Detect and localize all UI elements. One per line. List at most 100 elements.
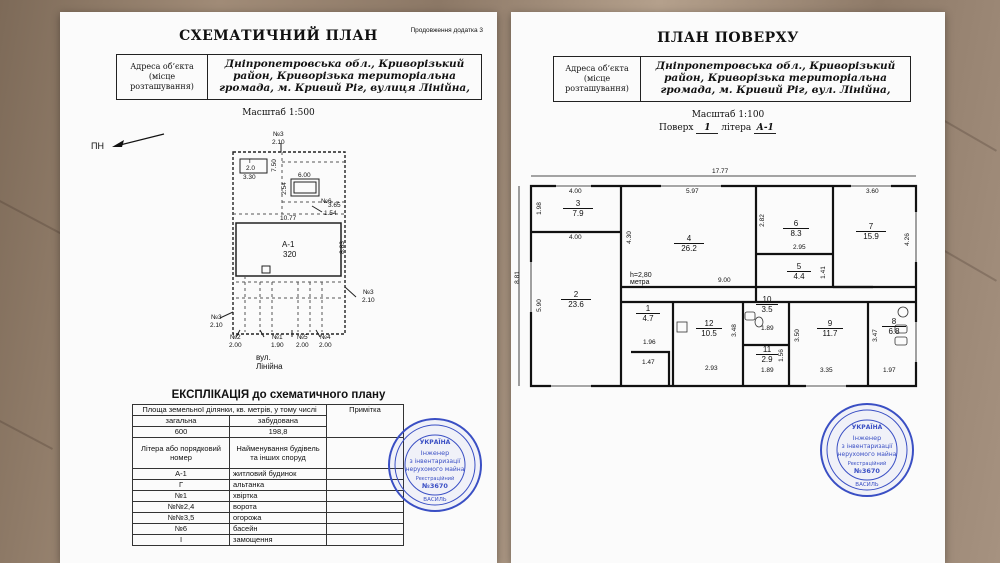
stamp-line: з інвентаризації: [409, 458, 460, 465]
stamp-name: ВАСИЛЬ: [855, 482, 879, 488]
house-area: 320: [283, 250, 297, 259]
row-name: хвіртка: [229, 490, 327, 502]
row-code: А-1: [132, 468, 230, 480]
letter-value: А-1: [754, 123, 777, 134]
dim-total-width: 17.77: [712, 168, 729, 175]
room-number: 5: [787, 262, 811, 272]
room-area: 23.6: [568, 300, 584, 309]
plan-label: №3: [273, 131, 284, 138]
room-area: 26.2: [681, 244, 697, 253]
address-box: Адреса об’єкта (місце розташування) Дніп…: [553, 56, 911, 102]
plan-dim: 1.41: [819, 266, 827, 279]
total-value: 600: [132, 426, 230, 438]
address-box: Адреса об’єкта (місце розташування) Дніп…: [116, 54, 482, 100]
site-plan: [219, 143, 357, 338]
stamp-name: ВАСИЛЬ: [423, 497, 447, 503]
stamp-line: Інженер: [421, 449, 449, 457]
area-header: Площа земельної ділянки, кв. метрів, у т…: [132, 404, 327, 416]
built-label: забудована: [229, 415, 327, 427]
room-number: 3: [563, 199, 593, 209]
plan-dim: 4.00: [569, 188, 582, 195]
page-title: СХЕМАТИЧНИЙ ПЛАН: [179, 28, 378, 44]
plan-dim: 2.93: [705, 365, 718, 372]
floor-plan: [518, 175, 918, 388]
built-value: 198,8: [229, 426, 327, 438]
stamp-reg: Реєстраційний: [416, 475, 455, 482]
plan-dim: 2.95: [793, 244, 806, 251]
plan-label: №6: [321, 198, 332, 205]
row-code: №6: [132, 523, 230, 535]
row-name: альтанка: [229, 479, 327, 491]
plan-dim: 6.00: [298, 172, 311, 179]
plan-dim: 2.0: [246, 165, 256, 172]
plan-dim: 3.50: [793, 329, 801, 342]
plan-dim: 2.00: [319, 342, 332, 349]
plan-dim: 7.50: [270, 159, 278, 172]
room-number: 12: [696, 319, 722, 329]
stamp-country: УКРАЇНА: [420, 439, 451, 446]
floor-plan-sheet: ПЛАН ПОВЕРХУ Адреса об’єкта (місце розта…: [511, 12, 945, 563]
plan-dim: 1.89: [761, 325, 774, 332]
engineer-stamp: УКРАЇНА Інженер з інвентаризації нерухом…: [387, 417, 483, 513]
room-area: 11.7: [822, 329, 838, 338]
room-area: 6.8: [888, 327, 900, 336]
plan-dim: 2.82: [758, 214, 766, 227]
name-header: Найменування будівель та інших споруд: [229, 437, 327, 469]
stamp-number: №3670: [422, 482, 448, 490]
room-area: 3.5: [761, 305, 773, 314]
total-label: загальна: [132, 415, 230, 427]
address-label: Адреса об’єкта (місце розташування): [117, 55, 208, 99]
stamp-reg: Реєстраційний: [848, 460, 887, 467]
north-label: ПН: [91, 141, 104, 151]
plan-dim: 2.54: [280, 182, 288, 195]
stamp-line: Інженер: [853, 434, 881, 442]
room-number: 6: [783, 219, 809, 229]
note-cell: [326, 512, 404, 524]
plan-dim: 4.00: [569, 234, 582, 241]
plan-label: №1: [272, 334, 283, 341]
floor-value: 1: [696, 123, 719, 134]
room-area: 2.9: [761, 355, 773, 364]
plan-dim: 4.30: [625, 231, 633, 244]
explication-table: Площа земельної ділянки, кв. метрів, у т…: [132, 404, 404, 546]
house-label: А-1: [282, 240, 295, 249]
row-name: замощення: [229, 534, 327, 546]
plan-dim: 2.10: [210, 322, 223, 329]
plan-dim: 1.97: [883, 367, 896, 374]
plan-dim: 2.00: [296, 342, 309, 349]
ceiling-height-note: h=2,80 метра: [630, 272, 652, 286]
plan-dim: 1.90: [271, 342, 284, 349]
stamp-line: нерухомого майна: [406, 466, 465, 473]
schematic-plan-sheet: Продовження додатка 3 СХЕМАТИЧНИЙ ПЛАН А…: [60, 12, 497, 563]
plan-dim: 2.10: [362, 297, 375, 304]
stamp-line: нерухомого майна: [838, 451, 897, 458]
stamp-line: з інвентаризації: [841, 443, 892, 450]
row-code: Г: [132, 479, 230, 491]
street-label: вул. Лінійна: [256, 353, 283, 371]
room-number: 1: [636, 304, 660, 314]
plan-dim: 3.35: [820, 367, 833, 374]
plan-dim: 1.89: [761, 367, 774, 374]
plan-label: Г: [249, 158, 253, 165]
plan-dim: 9.00: [718, 277, 731, 284]
stamp-number: №3670: [854, 467, 880, 475]
room-number: 7: [856, 222, 886, 232]
scale-label: Масштаб 1:100: [691, 110, 765, 120]
room-area: 4.7: [642, 314, 654, 323]
room-area: 7.9: [572, 209, 584, 218]
